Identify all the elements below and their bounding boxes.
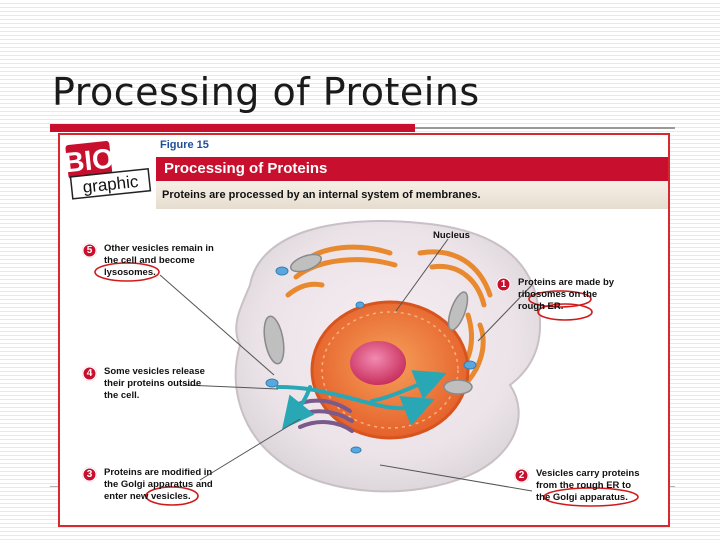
title-underline-gray	[415, 127, 675, 129]
nucleolus	[350, 341, 406, 385]
step-2: 2 Vesicles carry proteins from the rough…	[514, 468, 640, 504]
step-4-line-1: Some vesicles release	[104, 366, 205, 377]
figure-number: Figure 15	[160, 139, 209, 151]
step-1-line-1: Proteins are made by	[518, 277, 615, 288]
step-5: 5 Other vesicles remain in the cell and …	[82, 243, 214, 279]
step-5-line-2: the cell and become	[104, 255, 195, 266]
step-4-line-3: the cell.	[104, 390, 140, 401]
mitochondria	[263, 253, 473, 395]
figure-subtitle: Proteins are processed by an internal sy…	[162, 189, 481, 201]
step-1-line-3: rough ER.	[518, 301, 564, 312]
step-4-number: 4	[82, 366, 97, 381]
step-2-number: 2	[514, 468, 529, 483]
figure-header-bar	[156, 157, 668, 181]
cell-diagram	[94, 220, 639, 507]
figure-title: Processing of Proteins	[164, 160, 328, 177]
step-4-line-2: their proteins outside	[104, 378, 202, 389]
highlight-ovals	[94, 262, 639, 507]
vesicles	[265, 266, 477, 454]
leader-lines	[159, 238, 533, 492]
biographic-logo: BIO graphic	[60, 135, 156, 205]
step-3: 3 Proteins are modified in the Golgi app…	[82, 467, 213, 503]
nucleus-label: Nucleus	[433, 230, 470, 241]
step-3-line-1: Proteins are modified in	[104, 467, 213, 478]
step-4: 4 Some vesicles release their proteins o…	[82, 366, 205, 402]
step-1-number: 1	[496, 277, 511, 292]
step-5-line-1: Other vesicles remain in	[104, 243, 214, 254]
step-2-line-1: Vesicles carry proteins	[536, 468, 640, 479]
step-3-number: 3	[82, 467, 97, 482]
step-5-line-3: lysosomes.	[104, 267, 156, 278]
step-1-line-2: ribosomes on the	[518, 289, 598, 300]
figure-subtitle-bar	[156, 181, 668, 209]
step-2-line-3: the Golgi apparatus.	[536, 492, 628, 503]
slide-title: Processing of Proteins	[52, 70, 480, 114]
figure-panel: BIO graphic Figure 15 Processing of Prot…	[58, 133, 670, 527]
step-1: 1 Proteins are made by ribosomes on the …	[496, 277, 615, 313]
step-2-line-2: from the rough ER to	[536, 480, 631, 491]
step-3-line-2: the Golgi apparatus and	[104, 479, 213, 490]
step-3-line-3: enter new vesicles.	[104, 491, 191, 502]
step-5-number: 5	[82, 243, 97, 258]
title-underline-red	[50, 124, 415, 132]
transport-arrows	[276, 370, 447, 430]
